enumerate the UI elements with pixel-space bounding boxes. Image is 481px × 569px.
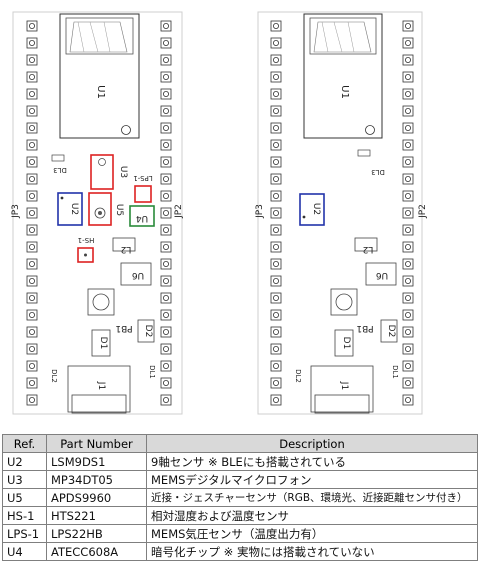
label-j1-2: J1 (339, 381, 349, 390)
label-jp3: JP3 (11, 204, 21, 219)
board-full: U1 DL3 U3 U2 U5 LPS-1 (11, 11, 184, 415)
table-row: LPS-1 LPS22HB MEMS気圧センサ（温度出力有） (2, 524, 478, 543)
label-l2: L2 (121, 244, 132, 254)
table-row: U5 APDS9960 近接・ジェスチャーセンサ（RGB、環境光、近接距離センサ… (2, 488, 478, 507)
cell-description: 相対湿度および温度センサ (146, 506, 478, 525)
cell-part-number: LPS22HB (46, 524, 147, 543)
cell-ref: U2 (2, 452, 47, 471)
label-d1-2: D1 (341, 337, 351, 350)
table-row: U2 LSM9DS1 9軸センサ ※ BLEにも搭載されている (2, 452, 478, 471)
header-ref: Ref. (2, 434, 47, 453)
table-header-row: Ref. Part Number Description (2, 434, 478, 453)
left-pin-header-2 (270, 20, 282, 406)
cell-ref: U4 (2, 542, 47, 561)
header-description: Description (146, 434, 478, 453)
label-dl1: DL1 (148, 365, 156, 379)
component-u2-2: U2 (299, 193, 325, 226)
label-u1: U1 (95, 85, 106, 99)
label-u2: U2 (69, 203, 79, 215)
cell-part-number: APDS9960 (46, 488, 147, 507)
label-u6: U6 (132, 270, 145, 280)
label-jp3-2: JP3 (255, 204, 265, 219)
component-hs1: HS-1 (77, 236, 95, 263)
left-pin-header (26, 20, 38, 406)
label-dl3-2: DL3 (371, 168, 385, 176)
label-jp2-2: JP2 (418, 204, 428, 219)
table-row: U4 ATECC608A 暗号化チップ ※ 実物には搭載されていない (2, 542, 478, 561)
label-dl3: DL3 (53, 166, 67, 174)
cell-ref: U5 (2, 488, 47, 507)
component-u2: U2 (57, 192, 83, 226)
label-u6-2: U6 (376, 270, 389, 280)
cell-ref: HS-1 (2, 506, 47, 525)
cell-ref: LPS-1 (2, 524, 47, 543)
label-u2-2: U2 (311, 203, 321, 215)
label-hs1: HS-1 (78, 236, 95, 244)
module-u1: U1 (59, 13, 140, 139)
label-dl2: DL2 (50, 369, 58, 383)
label-dl2-2: DL2 (294, 369, 302, 383)
connector-j1: J1 (67, 365, 131, 414)
cell-part-number: HTS221 (46, 506, 147, 525)
connector-j1-2: J1 (310, 365, 374, 414)
cell-part-number: MP34DT05 (46, 470, 147, 489)
label-dl1-2: DL1 (391, 365, 399, 379)
parts-table: Ref. Part Number Description U2 LSM9DS1 … (2, 434, 478, 561)
label-lps1: LPS-1 (133, 174, 153, 182)
header-part-number: Part Number (46, 434, 147, 453)
button-pb1: PB1 (87, 288, 133, 333)
board-simplified: U1 DL3 U2 L2 U6 PB1 D1 D2 DL2 DL1 J1 JP (255, 11, 428, 415)
component-u5: U5 (88, 192, 124, 226)
button-pb1-2: PB1 (330, 288, 374, 333)
label-d2: D2 (143, 325, 153, 338)
table-row: U3 MP34DT05 MEMSデジタルマイクロフォン (2, 470, 478, 489)
cell-ref: U3 (2, 470, 47, 489)
label-u5: U5 (114, 204, 124, 216)
cell-description: 暗号化チップ ※ 実物には搭載されていない (146, 542, 478, 561)
label-d2-2: D2 (386, 325, 396, 338)
cell-part-number: ATECC608A (46, 542, 147, 561)
cell-description: 近接・ジェスチャーセンサ（RGB、環境光、近接距離センサ付き） (146, 488, 478, 507)
label-pb1: PB1 (115, 323, 132, 333)
cell-description: MEMS気圧センサ（温度出力有） (146, 524, 478, 543)
table-row: HS-1 HTS221 相対湿度および温度センサ (2, 506, 478, 525)
cell-description: 9軸センサ ※ BLEにも搭載されている (146, 452, 478, 471)
label-l2-2: L2 (363, 244, 374, 254)
cell-description: MEMSデジタルマイクロフォン (146, 470, 478, 489)
component-u3: U3 (90, 154, 128, 190)
right-pin-header-2 (402, 20, 414, 406)
component-lps1: LPS-1 (133, 174, 153, 203)
label-u1-2: U1 (339, 85, 350, 99)
label-u3: U3 (118, 166, 128, 178)
right-pin-header (160, 20, 172, 406)
label-d1: D1 (98, 337, 108, 350)
label-u4: U4 (136, 213, 149, 223)
component-u4: U4 (129, 205, 155, 227)
board-diagrams: U1 DL3 U3 U2 U5 LPS-1 (11, 11, 428, 415)
label-j1: J1 (96, 381, 106, 390)
label-jp2: JP2 (174, 204, 184, 219)
module-u1-2: U1 (303, 13, 383, 139)
cell-part-number: LSM9DS1 (46, 452, 147, 471)
label-pb1-2: PB1 (356, 323, 373, 333)
